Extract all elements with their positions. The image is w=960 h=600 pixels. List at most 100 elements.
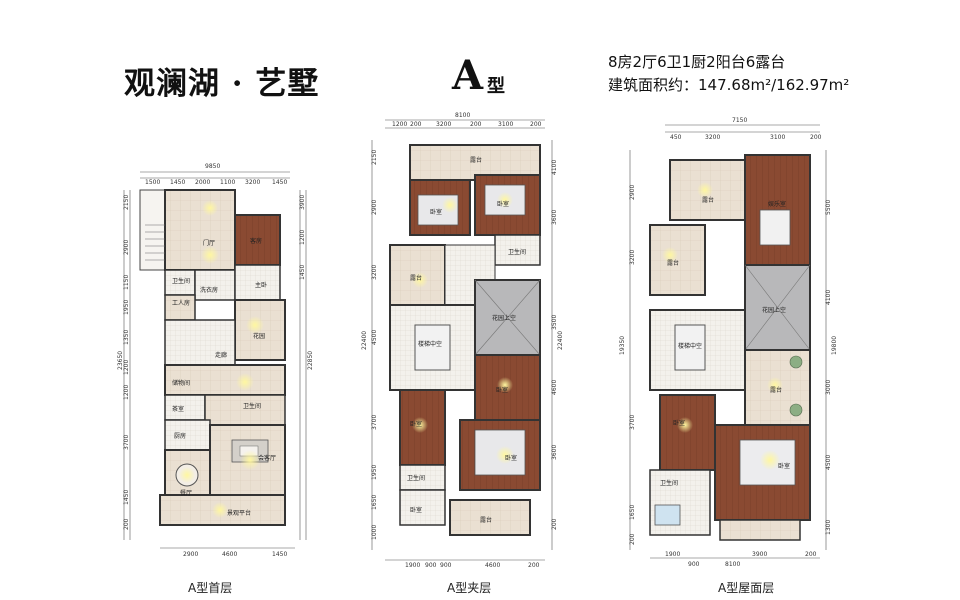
dim-label: 1200: [123, 385, 130, 400]
dim-label: 450: [670, 134, 682, 141]
dim-label: 1450: [272, 179, 287, 186]
dim-label: 4600: [222, 551, 237, 558]
dim-label: 5500: [825, 200, 832, 215]
dim-label: 900: [688, 561, 700, 568]
dim-label: 3900: [752, 551, 767, 558]
dim-label: 3600: [551, 445, 558, 460]
area-info: 建筑面积约：147.68m²/162.97m²: [608, 74, 849, 95]
room-label: 卧室: [410, 506, 422, 514]
dim-label: 3500: [551, 315, 558, 330]
dim-label: 1950: [371, 465, 378, 480]
dim-label: 3600: [551, 210, 558, 225]
dim-label: 1300: [825, 520, 832, 535]
dim-label: 4500: [371, 330, 378, 345]
dim-label: 200: [410, 121, 422, 128]
room-label: 洗衣房: [200, 286, 218, 294]
plan-mezzanine: 8100 1200 200 3200 200 3100 200 2150 290…: [361, 112, 564, 569]
dim-label: 2150: [123, 195, 130, 210]
dim-label: 3900: [299, 195, 306, 210]
room-label: 主卧: [255, 281, 267, 289]
type-letter: A: [452, 52, 484, 99]
room-label: 花园: [253, 332, 265, 340]
dim-label: 22400: [557, 331, 564, 350]
room-label: 露台: [667, 259, 679, 267]
dim-label: 3200: [629, 250, 636, 265]
dim-label: 4100: [551, 160, 558, 175]
dim-label: 200: [530, 121, 542, 128]
dim-label: 1450: [123, 490, 130, 505]
dim-label: 3700: [123, 435, 130, 450]
dim-label: 3200: [245, 179, 260, 186]
dim-label: 1900: [405, 562, 420, 569]
plan-label-mezzanine: A型夹层: [447, 581, 492, 595]
dim-label: 4600: [551, 380, 558, 395]
dim-label: 1950: [123, 300, 130, 315]
dim-label: 3000: [825, 380, 832, 395]
dim-label: 3100: [498, 121, 513, 128]
dim-label: 1200: [299, 230, 306, 245]
dim-label: 4600: [485, 562, 500, 569]
dim-label: 3700: [629, 415, 636, 430]
dim-label: 2900: [183, 551, 198, 558]
plan-roof-level: 7150 450 3200 3100 200 2900 3200 19350 3…: [619, 117, 838, 568]
dim-label: 2000: [195, 179, 210, 186]
room-label: 茶室: [172, 405, 184, 413]
room-label: 卫生间: [660, 479, 678, 487]
room-summary: 8房2厅6卫1厨2阳台6露台: [608, 53, 786, 71]
area-label: 建筑面积约：: [608, 76, 699, 94]
dim-label: 1350: [123, 330, 130, 345]
dim-label: 1450: [272, 551, 287, 558]
plan-ground-floor: 9850 1500 1450 2000 1100 3200 1450 2150 …: [117, 163, 314, 558]
dim-label: 3700: [371, 415, 378, 430]
dim-label: 7150: [732, 117, 747, 124]
dim-label: 8100: [725, 561, 740, 568]
dim-label: 4500: [825, 455, 832, 470]
room-label: 餐厅: [180, 489, 192, 497]
plan-label-roof: A型屋面层: [718, 581, 775, 595]
room-label: 工人房: [172, 299, 190, 307]
dim-label: 200: [470, 121, 482, 128]
dim-label: 200: [805, 551, 817, 558]
room-label: 花园上空: [492, 314, 516, 322]
dim-label: 3200: [371, 265, 378, 280]
room-label: 露台: [470, 156, 482, 164]
dim-label: 200: [629, 533, 636, 545]
room-label: 卫生间: [508, 248, 526, 256]
room-label: 卫生间: [172, 277, 190, 285]
dim-label: 8100: [455, 112, 470, 119]
room-label: 卧室: [505, 454, 517, 462]
dim-label: 19350: [619, 336, 626, 355]
dim-label: 4100: [825, 290, 832, 305]
room-label: 卧室: [410, 420, 422, 428]
dim-label: 3100: [770, 134, 785, 141]
dim-label: 1450: [299, 265, 306, 280]
room-label: 卫生间: [407, 474, 425, 482]
dim-label: 1650: [629, 505, 636, 520]
room-label: 会客厅: [258, 454, 276, 462]
room-label: 露台: [410, 274, 422, 282]
dim-label: 2150: [371, 150, 378, 165]
dim-label: 9850: [205, 163, 220, 170]
dim-label: 200: [123, 518, 130, 530]
room-label: 卫生间: [243, 402, 261, 410]
dim-label: 1450: [170, 179, 185, 186]
dim-label: 19800: [831, 336, 838, 355]
room-label: 厨房: [174, 432, 186, 440]
dim-label: 1650: [371, 495, 378, 510]
dim-label: 23650: [117, 351, 124, 370]
room-label: 娱乐室: [768, 200, 786, 208]
project-title: 观澜湖 · 艺墅: [124, 66, 320, 102]
plan-label-ground: A型首层: [188, 581, 233, 595]
room-label: 卧室: [496, 386, 508, 394]
dim-label: 2900: [123, 240, 130, 255]
dim-label: 1150: [123, 275, 130, 290]
dim-label: 3200: [705, 134, 720, 141]
dim-label: 900: [425, 562, 437, 569]
room-label: 楼梯中空: [678, 342, 702, 350]
dim-label: 1100: [220, 179, 235, 186]
room-label: 卧室: [778, 462, 790, 470]
room-label: 卧室: [497, 200, 509, 208]
dim-label: 3200: [436, 121, 451, 128]
room-label: 客房: [250, 237, 262, 245]
